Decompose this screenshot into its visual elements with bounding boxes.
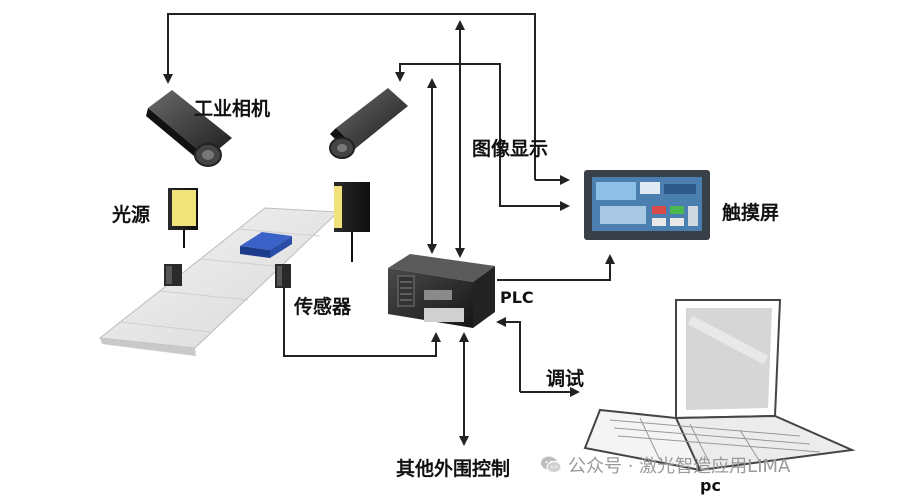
arrow-sensor-to-plc: [283, 288, 441, 357]
pc-laptop: [583, 299, 856, 472]
watermark-text: 公众号 · 激光智造应用LIMA: [568, 456, 791, 477]
label-image-display: 图像显示: [472, 138, 549, 160]
connection-arrows: [163, 13, 615, 446]
label-plc: PLC: [500, 288, 534, 307]
conveyor-belt: [98, 207, 340, 356]
sensor-right: [275, 264, 291, 288]
plc-unit: [388, 254, 495, 328]
touchscreen-device: [584, 170, 710, 240]
label-sensor: 传感器: [294, 296, 352, 318]
arrow-plc-to-touchscreen: [497, 254, 615, 281]
arrow-debug-to-plc: [496, 317, 521, 392]
light-source-right: [334, 182, 370, 262]
label-industrial-camera: 工业相机: [194, 98, 271, 120]
sensor-left: [164, 264, 182, 286]
product-box: [240, 232, 292, 258]
label-light-source: 光源: [112, 204, 151, 226]
wechat-icon: [541, 456, 562, 473]
label-debug: 调试: [546, 368, 585, 390]
watermark: 公众号 · 激光智造应用LIMA: [540, 452, 790, 478]
label-touchscreen: 触摸屏: [722, 202, 780, 224]
arrow-top-loop-to-left-camera: [163, 13, 536, 180]
label-peripheral-control: 其他外围控制: [396, 458, 511, 480]
industrial-camera-right: [329, 88, 408, 159]
arrow-to-right-camera: [395, 63, 501, 180]
arrow-branch-to-touchscreen: [499, 180, 570, 211]
light-source-left: [168, 188, 198, 248]
label-pc: pc: [700, 476, 721, 495]
industrial-camera-left: [146, 90, 232, 167]
